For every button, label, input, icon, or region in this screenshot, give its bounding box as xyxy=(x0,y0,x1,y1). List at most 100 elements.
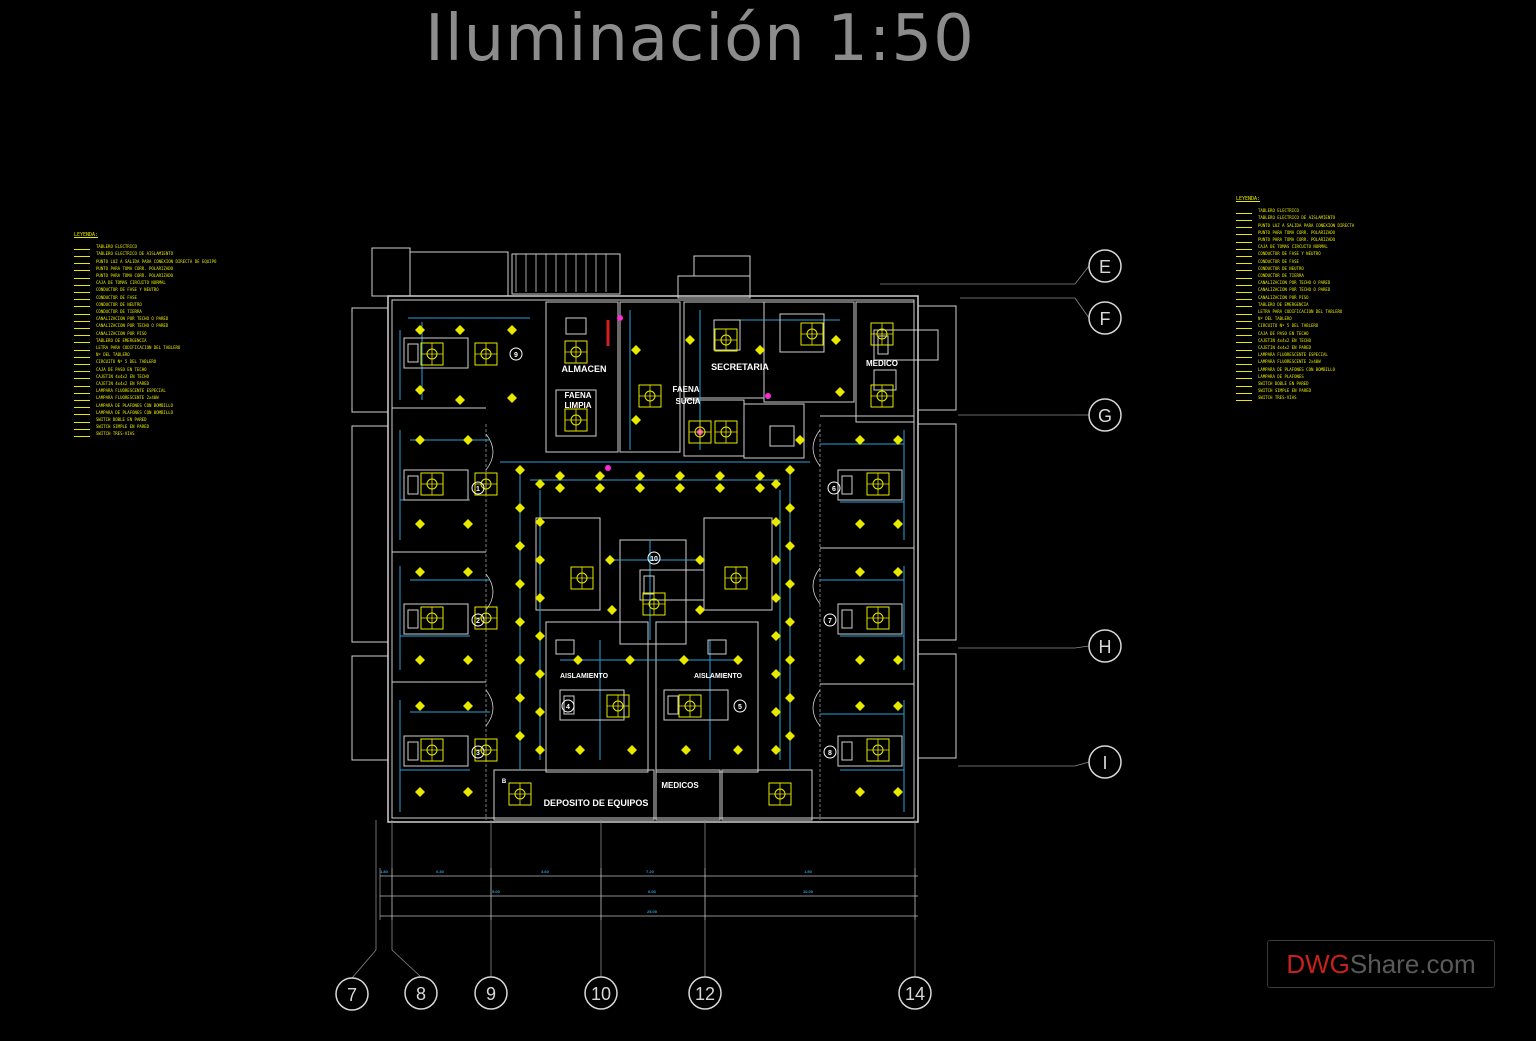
grid-bubble xyxy=(1088,745,1122,779)
legend-symbol-icon xyxy=(1236,244,1252,250)
legend-item-label: TABLERO DE EMERGENCIA xyxy=(96,337,147,343)
legend-item: PUNTO LUZ A SALIDA PARA CONEXION DIRECTA… xyxy=(74,258,216,265)
legend-item-label: CONDUCTOR DE FASE xyxy=(96,294,137,300)
legend-symbol-icon xyxy=(1236,359,1252,366)
ceiling-lamp-icon xyxy=(595,471,605,481)
legend-symbol-icon xyxy=(1236,294,1252,301)
ceiling-lamp-icon xyxy=(507,393,517,403)
legend-item-label: SWITCH SIMPLE EN PARED xyxy=(1258,388,1311,394)
bed-number: 9 xyxy=(514,352,518,359)
legend-item-label: LETRA PARA CODIFICACION DEL TABLERO xyxy=(96,345,181,351)
legend-symbol-icon xyxy=(74,265,90,272)
ceiling-lamp-icon xyxy=(535,631,545,641)
legend-item: CAJA DE TOMAS CIRCUITO NORMAL xyxy=(74,279,216,286)
grid-label: G xyxy=(1098,406,1112,426)
bed-number: 1 xyxy=(476,486,480,493)
ceiling-lamp-icon xyxy=(463,519,473,529)
room-bano-bottom xyxy=(721,769,813,821)
room-label: LIMPIA xyxy=(564,401,591,410)
legend-symbol-icon xyxy=(74,244,90,250)
furniture-item xyxy=(707,639,727,655)
legend-item: TABLERO ELECTRICO xyxy=(74,243,216,250)
accent-marker xyxy=(765,393,771,399)
legend-symbol-icon xyxy=(74,294,90,301)
ceiling-lamp-icon xyxy=(855,519,865,529)
watermark-part1: DWG xyxy=(1286,948,1350,979)
bed-number-circle xyxy=(733,699,747,713)
legend-symbol-icon xyxy=(74,337,90,344)
furniture-item xyxy=(873,369,897,391)
dimension-label: 1.50 xyxy=(804,869,813,874)
ceiling-lamp-icon xyxy=(415,435,425,445)
legend-item-label: SWITCH DOBLE EN PARED xyxy=(96,417,147,423)
legend-item-label: LAMPARA DE PLAFONES CON BOMBILLO xyxy=(1258,366,1336,372)
legend-item-label: LAMPARA FLUORESCENTE 2x40W xyxy=(1258,359,1321,365)
ceiling-lamp-icon xyxy=(515,655,525,665)
legend-symbol-icon xyxy=(74,258,90,265)
legend-item: CANALIZACION POR PISO xyxy=(74,330,216,337)
wiring-path xyxy=(820,700,905,812)
ceiling-lamp-icon xyxy=(515,617,525,627)
legend-symbol-icon xyxy=(1236,208,1252,214)
grid-bubble xyxy=(584,976,618,1010)
legend-item: PUNTO PARA TOMA CORR. POLARIZADO xyxy=(74,265,216,272)
bed-pillow xyxy=(841,475,853,495)
legend-item: CAJETIN 4x4x2 EN TECHO xyxy=(74,373,216,380)
wiring-path xyxy=(560,640,740,760)
legend-symbol-icon xyxy=(1236,395,1252,402)
grid-bubble xyxy=(688,976,722,1010)
ceiling-lamp-icon xyxy=(785,503,795,513)
ceiling-lamp-icon xyxy=(605,555,615,565)
legend-symbol-icon xyxy=(1236,301,1252,308)
ceiling-lamp-icon xyxy=(627,745,637,755)
room-label: ALMACEN xyxy=(562,364,607,374)
ceiling-lamp-icon xyxy=(755,345,765,355)
building-inner-outline xyxy=(391,299,915,819)
bed-number: 2 xyxy=(476,618,480,625)
ceiling-lamp-icon xyxy=(715,471,725,481)
light-fixture-icon xyxy=(768,782,792,806)
ceiling-lamp-icon xyxy=(535,669,545,679)
legend-item: CANALIZACION POR TECHO O PARED xyxy=(74,315,216,322)
legend-item-label: CANALIZACION POR PISO xyxy=(1258,294,1309,300)
legend-item-label: LAMPARA FLUORESCENTE ESPECIAL xyxy=(96,388,166,394)
legend-item: LAMPARA DE PLAFONES CON BOMBILLO xyxy=(1236,366,1354,373)
bed-icon xyxy=(837,735,903,767)
legend-item: CAJA DE PASO EN TECHO xyxy=(74,366,216,373)
light-fixture-icon xyxy=(606,694,630,718)
ceiling-lamp-icon xyxy=(855,567,865,577)
ceiling-lamp-icon xyxy=(795,435,805,445)
bed-number: 4 xyxy=(566,704,570,711)
legend-item: CAJETIN 4x4x2 EN PARED xyxy=(1236,344,1354,351)
room-bano xyxy=(743,403,805,459)
ceiling-lamp-icon xyxy=(415,385,425,395)
legend-item-label: CANALIZACION POR TECHO O PARED xyxy=(1258,287,1331,293)
legend-item: CAJA DE PASO EN TECHO xyxy=(1236,330,1354,337)
ceiling-lamp-icon xyxy=(755,483,765,493)
legend-symbol-icon xyxy=(1236,222,1252,229)
ceiling-lamp-icon xyxy=(733,745,743,755)
light-fixture-icon xyxy=(870,322,894,346)
ceiling-lamp-icon xyxy=(631,345,641,355)
ceiling-lamp-icon xyxy=(415,787,425,797)
legend-item: PUNTO LUZ A SALIDA PARA CONEXION DIRECTA xyxy=(1236,222,1354,229)
light-fixture-icon xyxy=(870,384,894,408)
legend-symbol-icon xyxy=(74,345,90,351)
ceiling-lamp-icon xyxy=(715,483,725,493)
bed-number-circle xyxy=(471,613,485,627)
legend-item: CAJA DE TOMAS CIRCUITO NORMAL xyxy=(1236,243,1354,250)
bed-number: 7 xyxy=(828,618,832,625)
legend-item: CANALIZACION POR TECHO O PARED xyxy=(74,322,216,330)
bed-icon xyxy=(403,735,469,767)
ceiling-lamp-icon xyxy=(535,745,545,755)
dimension-label: 1.80 xyxy=(380,869,389,874)
ceiling-lamp-icon xyxy=(463,787,473,797)
bed-number: 5 xyxy=(738,704,742,711)
legend-item-label: CANALIZACION POR TECHO O PARED xyxy=(1258,280,1331,286)
legend-symbol-icon xyxy=(74,417,90,423)
ceiling-lamp-icon xyxy=(515,503,525,513)
legend-item: TABLERO ELECTRICO DE AISLAMIENTO xyxy=(74,250,216,257)
